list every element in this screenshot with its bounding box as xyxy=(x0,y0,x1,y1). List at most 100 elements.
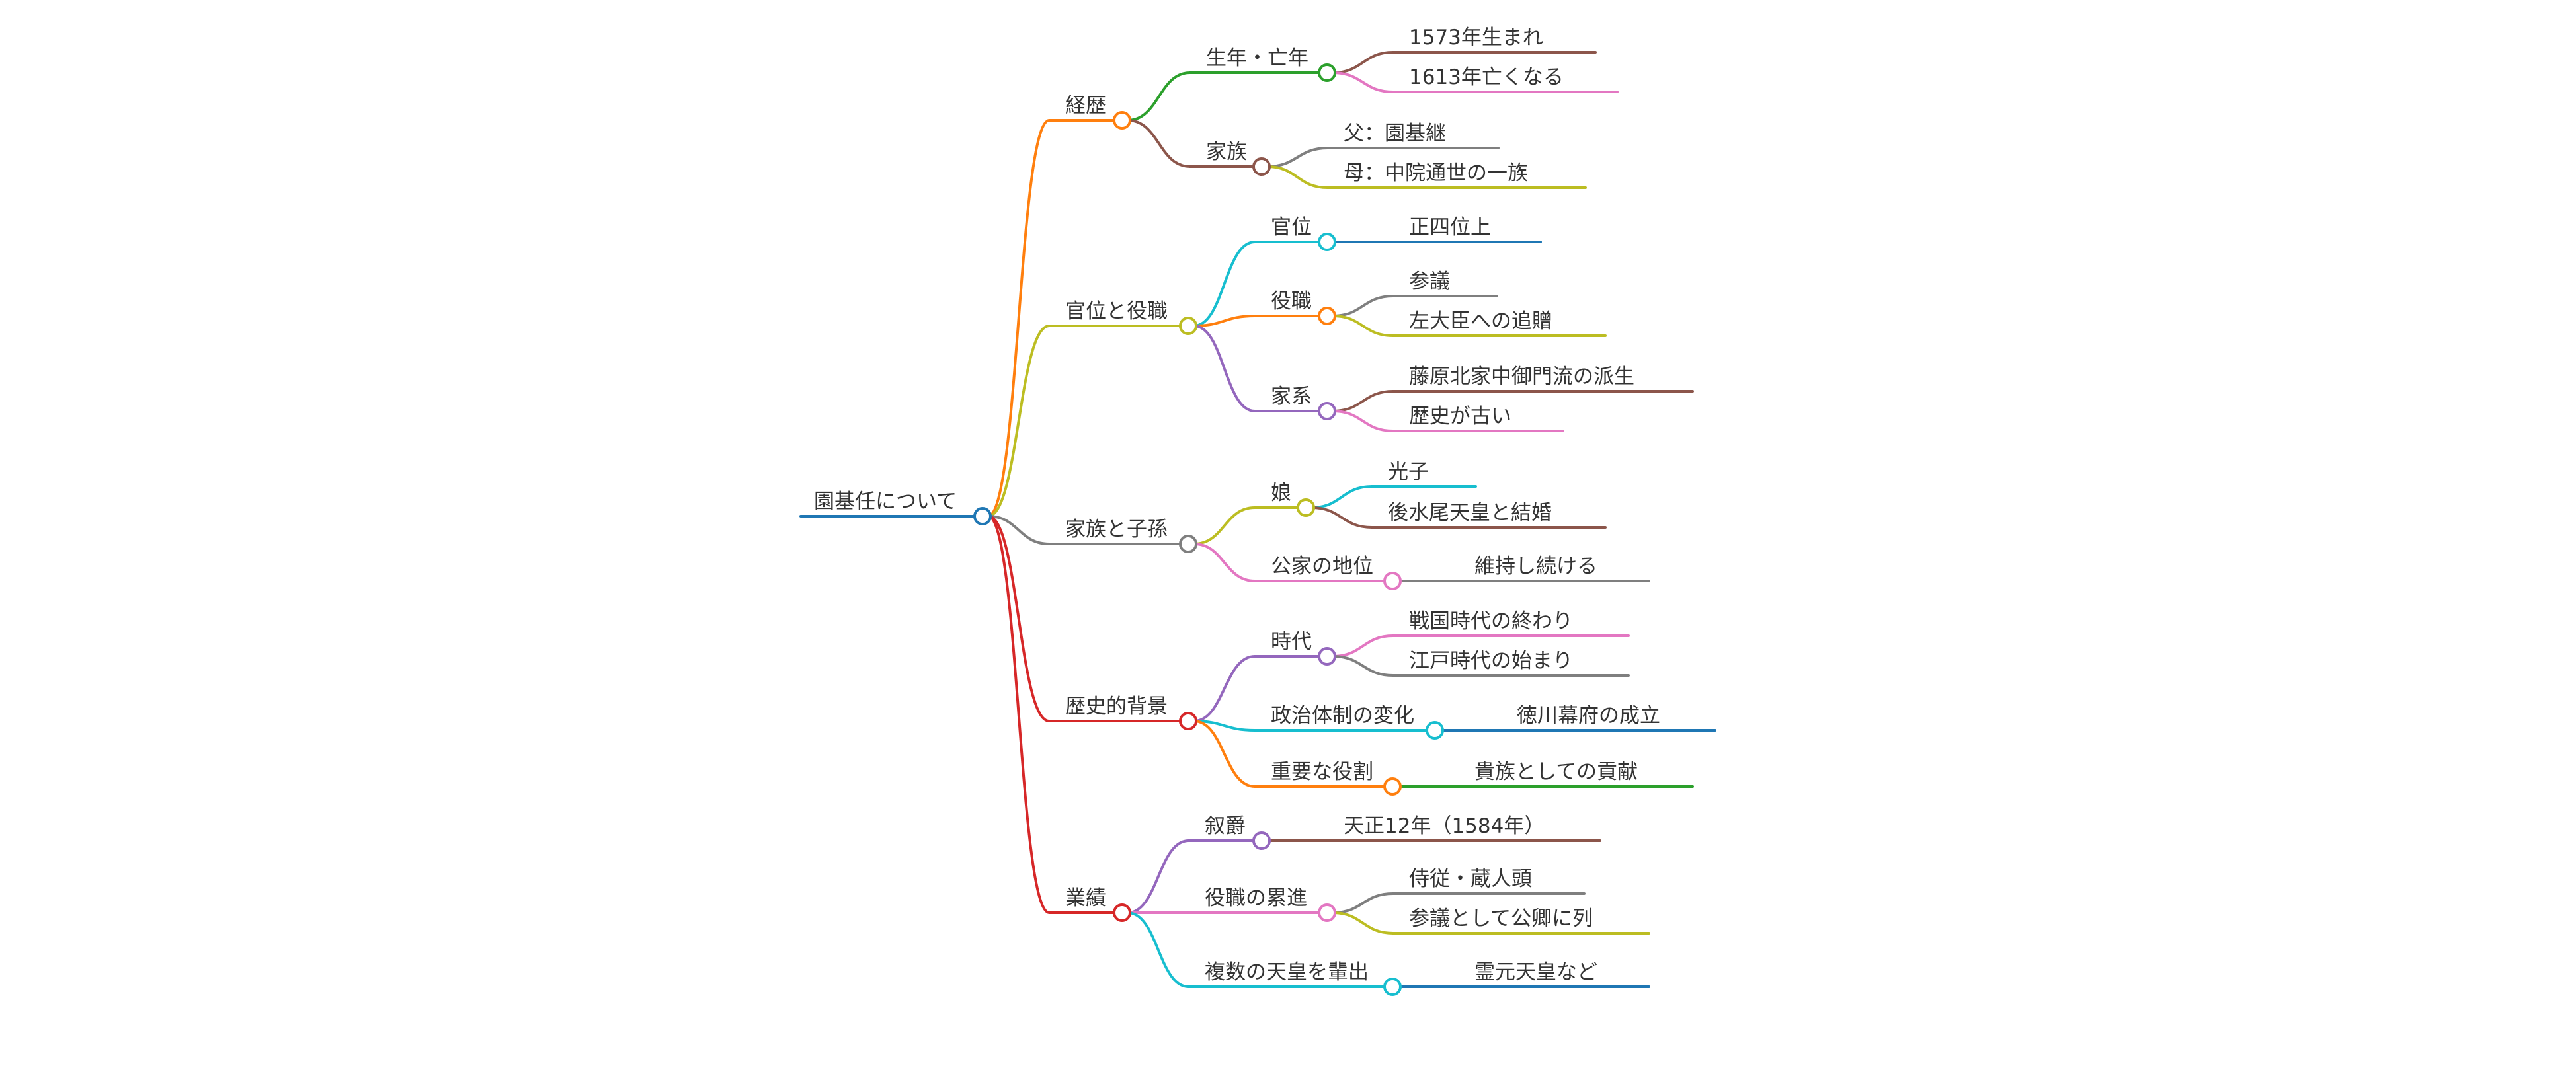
collapse-toggle-circle[interactable] xyxy=(1252,831,1271,850)
collapse-toggle-circle[interactable] xyxy=(1383,777,1402,796)
leaf-node[interactable]: 参議 xyxy=(1409,270,1450,293)
collapse-toggle-circle[interactable] xyxy=(1383,572,1402,590)
branch-connector xyxy=(1331,911,1394,935)
node-label: 貴族としての貢献 xyxy=(1474,760,1638,784)
branch-connector xyxy=(986,325,1051,518)
branch-connector xyxy=(1192,720,1256,732)
node-label: 戦国時代の終わり xyxy=(1409,609,1573,633)
node-label: 1573年生まれ xyxy=(1409,26,1543,50)
branch-node[interactable]: 家族 xyxy=(1206,140,1271,176)
leaf-node[interactable]: 天正12年（1584年） xyxy=(1344,814,1545,838)
leaf-node[interactable]: 貴族としての貢献 xyxy=(1474,760,1638,784)
leaf-node[interactable]: 戦国時代の終わり xyxy=(1409,609,1573,633)
node-label: 家族 xyxy=(1206,140,1247,164)
leaf-node[interactable]: 1573年生まれ xyxy=(1409,26,1543,50)
branch-connector xyxy=(1266,165,1329,189)
leaf-node[interactable]: 参議として公卿に列 xyxy=(1409,907,1593,931)
collapse-toggle-circle[interactable] xyxy=(1318,402,1336,420)
branch-node[interactable]: 叙爵 xyxy=(1205,814,1271,850)
branch-connector xyxy=(1126,839,1190,914)
collapse-toggle-circle[interactable] xyxy=(1179,712,1197,730)
collapse-toggle-circle[interactable] xyxy=(1318,63,1336,82)
node-label: 時代 xyxy=(1271,630,1312,654)
branch-connector xyxy=(1126,911,1190,988)
branch-node[interactable]: 官位 xyxy=(1271,215,1336,251)
branch-node[interactable]: 娘 xyxy=(1271,481,1315,517)
node-label: 参議として公卿に列 xyxy=(1409,907,1593,931)
node-label: 正四位上 xyxy=(1409,215,1491,239)
node-label: 1613年亡くなる xyxy=(1409,65,1564,89)
branch-node[interactable]: 生年・亡年 xyxy=(1206,46,1336,82)
node-label: 左大臣への追贈 xyxy=(1409,309,1552,333)
collapse-toggle-circle[interactable] xyxy=(1426,721,1444,740)
branch-connector xyxy=(1192,325,1256,412)
collapse-toggle-circle[interactable] xyxy=(1252,157,1271,176)
leaf-node[interactable]: 父：園基継 xyxy=(1344,122,1446,145)
branch-connector xyxy=(1310,506,1373,529)
root-node[interactable]: 園基任について xyxy=(814,490,992,525)
branch-node[interactable]: 役職の累進 xyxy=(1205,886,1336,922)
branch-node[interactable]: 歴史的背景 xyxy=(1065,695,1197,730)
branch-connector xyxy=(1331,410,1394,432)
branch-connector xyxy=(1192,506,1256,545)
node-label: 叙爵 xyxy=(1205,814,1246,838)
leaf-node[interactable]: 霊元天皇など xyxy=(1474,960,1597,984)
leaf-node[interactable]: 藤原北家中御門流の派生 xyxy=(1409,365,1634,389)
node-label: 園基任について xyxy=(814,490,957,514)
collapse-toggle-circle[interactable] xyxy=(973,507,992,525)
leaf-node[interactable]: 徳川幕府の成立 xyxy=(1517,704,1660,728)
mindmap-links xyxy=(799,51,1716,989)
branch-connector xyxy=(986,119,1051,518)
collapse-toggle-circle[interactable] xyxy=(1113,111,1131,130)
leaf-node[interactable]: 後水尾天皇と結婚 xyxy=(1388,501,1552,525)
leaf-node[interactable]: 正四位上 xyxy=(1409,215,1491,239)
node-label: 侍従・蔵人頭 xyxy=(1409,867,1532,891)
branch-node[interactable]: 複数の天皇を輩出 xyxy=(1205,960,1402,996)
branch-node[interactable]: 業績 xyxy=(1065,886,1131,922)
branch-node[interactable]: 官位と役職 xyxy=(1065,299,1197,335)
node-label: 天正12年（1584年） xyxy=(1344,814,1545,838)
branch-connector xyxy=(1192,720,1256,788)
leaf-node[interactable]: 維持し続ける xyxy=(1474,555,1597,578)
branch-node[interactable]: 家族と子孫 xyxy=(1065,518,1197,553)
node-label: 家系 xyxy=(1271,385,1312,408)
node-label: 役職の累進 xyxy=(1205,886,1307,910)
leaf-node[interactable]: 江戸時代の始まり xyxy=(1409,649,1573,673)
branch-connector xyxy=(1331,390,1394,412)
branch-connector xyxy=(986,515,1051,722)
node-label: 娘 xyxy=(1271,481,1291,505)
branch-node[interactable]: 経歴 xyxy=(1065,94,1131,130)
leaf-node[interactable]: 光子 xyxy=(1388,460,1429,484)
leaf-node[interactable]: 歴史が古い xyxy=(1409,404,1511,428)
node-label: 官位 xyxy=(1271,215,1312,239)
leaf-node[interactable]: 侍従・蔵人頭 xyxy=(1409,867,1532,891)
node-label: 参議 xyxy=(1409,270,1450,293)
node-label: 光子 xyxy=(1388,460,1429,484)
collapse-toggle-circle[interactable] xyxy=(1318,307,1336,325)
leaf-node[interactable]: 1613年亡くなる xyxy=(1409,65,1564,89)
collapse-toggle-circle[interactable] xyxy=(1179,317,1197,335)
leaf-node[interactable]: 母：中院通世の一族 xyxy=(1344,161,1528,185)
leaf-node[interactable]: 左大臣への追贈 xyxy=(1409,309,1552,333)
branch-node[interactable]: 家系 xyxy=(1271,385,1336,420)
collapse-toggle-circle[interactable] xyxy=(1179,535,1197,553)
branch-node[interactable]: 公家の地位 xyxy=(1271,555,1402,590)
branch-connector xyxy=(1192,241,1256,327)
node-label: 政治体制の変化 xyxy=(1271,704,1414,728)
node-label: 公家の地位 xyxy=(1271,555,1373,578)
collapse-toggle-circle[interactable] xyxy=(1113,903,1131,922)
branch-connector xyxy=(1310,485,1373,509)
collapse-toggle-circle[interactable] xyxy=(1318,233,1336,251)
node-label: 家族と子孫 xyxy=(1065,518,1168,541)
branch-node[interactable]: 重要な役割 xyxy=(1271,760,1402,796)
collapse-toggle-circle[interactable] xyxy=(1297,498,1315,517)
node-label: 江戸時代の始まり xyxy=(1409,649,1573,673)
collapse-toggle-circle[interactable] xyxy=(1318,903,1336,922)
branch-node[interactable]: 役職 xyxy=(1271,289,1336,325)
node-label: 経歴 xyxy=(1065,94,1106,118)
branch-node[interactable]: 時代 xyxy=(1271,630,1336,666)
branch-connector xyxy=(1126,71,1191,122)
branch-node[interactable]: 政治体制の変化 xyxy=(1271,704,1444,740)
collapse-toggle-circle[interactable] xyxy=(1318,647,1336,666)
collapse-toggle-circle[interactable] xyxy=(1383,978,1402,996)
